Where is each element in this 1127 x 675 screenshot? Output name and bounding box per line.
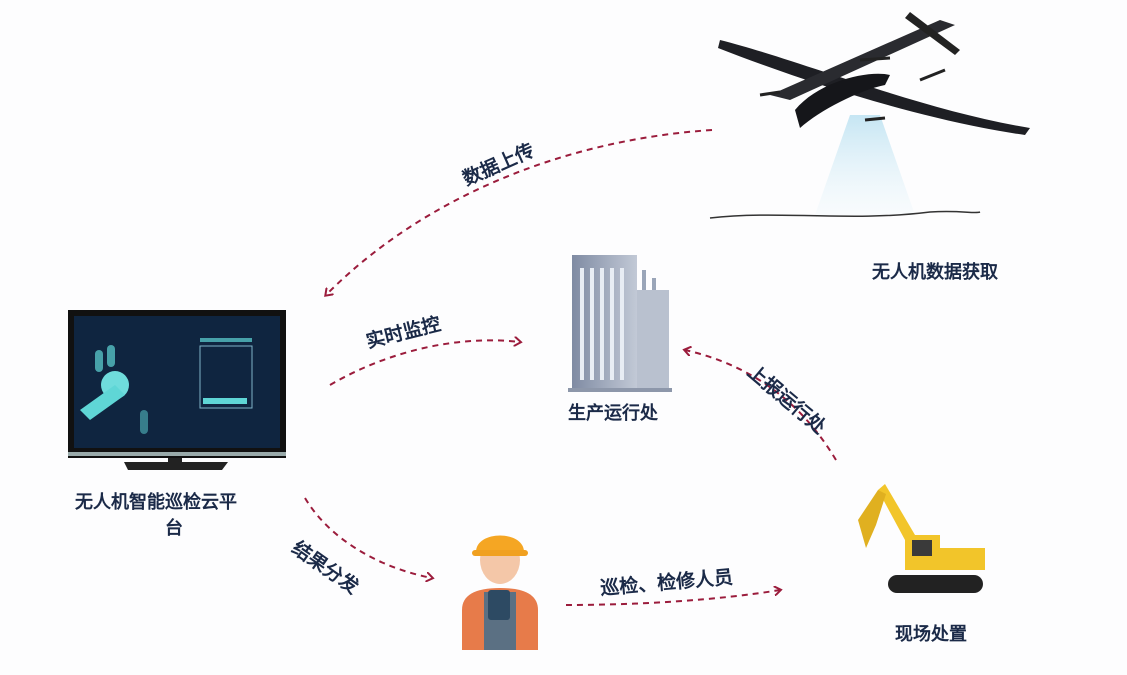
drone-icon [709,12,1030,219]
building-icon [568,255,672,392]
upload-arrow [326,129,713,295]
monitor-icon [68,310,286,470]
operations-label: 生产运行处 [568,403,658,424]
dispatch-arrow [304,497,432,578]
platform-label-line1: 无人机智能巡检云平 [75,492,237,513]
report-arrow [685,350,837,461]
monitor-arrow [329,340,520,386]
worker-icon [462,535,538,650]
staff-arrow [565,590,780,606]
site-label: 现场处置 [895,624,967,645]
excavator-icon [858,484,985,593]
platform-label-line2: 台 [165,518,183,539]
drone-data-acquisition-label: 无人机数据获取 [872,262,998,283]
